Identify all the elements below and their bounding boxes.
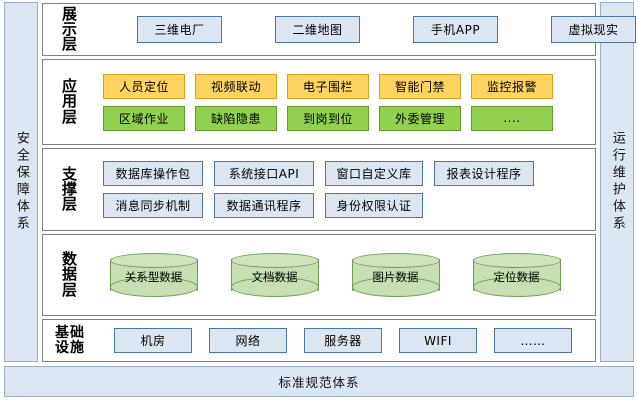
right-band-operation-maintenance: 运行维护体系 — [600, 2, 634, 362]
cylinder-top — [109, 253, 198, 268]
layer-data-body: 关系型数据 文档数据 图片数据 定位数据 — [97, 235, 595, 315]
node-application-defect-hazard[interactable]: 缺陷隐患 — [195, 105, 277, 131]
layer-infrastructure: 基础 设施 机房 网络 服务器 WIFI …… — [42, 319, 596, 362]
node-application-on-post-on-site[interactable]: 到岗到位 — [287, 105, 369, 131]
bottom-bar-label: 标准规范体系 — [278, 375, 360, 390]
node-application-outsourcing-management[interactable]: 外委管理 — [379, 105, 461, 131]
node-application-area-operation[interactable]: 区域作业 — [103, 105, 185, 131]
cylinder-image-data-label: 图片数据 — [372, 270, 419, 284]
node-application-monitoring-alarm[interactable]: 监控报警 — [471, 73, 553, 99]
layer-presentation-title-line-1: 展 — [61, 4, 78, 23]
node-presentation-0[interactable]: 三维电厂 — [137, 16, 222, 43]
layer-application-title: 应 用 层 — [43, 60, 97, 144]
cylinder-top — [351, 253, 440, 268]
layer-presentation-title-line-3: 层 — [61, 35, 78, 54]
layer-presentation-title-line-2: 示 — [61, 19, 78, 38]
layer-infrastructure-title-line-2: 设施 — [55, 339, 85, 356]
layer-application-title-line-2: 用 — [61, 92, 78, 111]
layer-support-title-line-1: 支 — [61, 164, 78, 183]
layer-application-title-line-1: 应 — [61, 77, 78, 96]
cylinder-bottom — [472, 277, 561, 297]
layer-data: 数 据 层 关系型数据 文档数据 图片数据 — [42, 234, 596, 316]
cylinder-relational-data-label: 关系型数据 — [124, 270, 183, 284]
node-support-report-design-program[interactable]: 报表设计程序 — [434, 161, 534, 186]
node-support-identity-authorization[interactable]: 身份权限认证 — [325, 193, 423, 218]
layer-infrastructure-body: 机房 网络 服务器 WIFI …… — [97, 320, 595, 361]
layer-presentation-body: 三维电厂 二维地图 手机APP 虚拟现实 — [97, 4, 638, 55]
layer-application: 应 用 层 人员定位 视频联动 电子围栏 智能门禁 监控报警 区域作业 缺陷隐患… — [42, 59, 596, 145]
right-band-label: 运行维护体系 — [609, 131, 625, 233]
layer-support-title: 支 撑 层 — [43, 149, 97, 230]
left-band-label: 安全保障体系 — [13, 131, 29, 233]
node-support-data-communication-program[interactable]: 数据通讯程序 — [214, 193, 314, 218]
cylinder-top — [472, 253, 561, 268]
layer-support-title-line-2: 撑 — [61, 179, 78, 198]
application-row-2: 区域作业 缺陷隐患 到岗到位 外委管理 .... — [101, 105, 591, 131]
layer-presentation-title: 展 示 层 — [43, 4, 97, 55]
node-infrastructure-network[interactable]: 网络 — [209, 328, 287, 353]
layer-data-title: 数 据 层 — [43, 235, 97, 315]
cylinder-top — [230, 253, 319, 268]
cylinder-bottom — [351, 277, 440, 297]
layer-support-body: 数据库操作包 系统接口API 窗口自定义库 报表设计程序 消息同步机制 数据通讯… — [97, 149, 595, 230]
node-presentation-1[interactable]: 二维地图 — [275, 16, 360, 43]
layer-presentation: 展 示 层 三维电厂 二维地图 手机APP 虚拟现实 — [42, 3, 636, 56]
node-application-personnel-positioning[interactable]: 人员定位 — [103, 73, 185, 99]
bottom-bar-standards-system: 标准规范体系 — [4, 366, 634, 397]
support-row-1: 数据库操作包 系统接口API 窗口自定义库 报表设计程序 — [101, 161, 591, 186]
node-support-database-operation-package[interactable]: 数据库操作包 — [103, 161, 203, 186]
cylinder-relational-data[interactable]: 关系型数据 — [109, 252, 198, 298]
node-infrastructure-machine-room[interactable]: 机房 — [114, 328, 192, 353]
layer-data-title-line-3: 层 — [61, 280, 78, 299]
node-infrastructure-more[interactable]: …… — [494, 328, 572, 353]
application-row-1: 人员定位 视频联动 电子围栏 智能门禁 监控报警 — [101, 73, 591, 99]
node-presentation-2[interactable]: 手机APP — [413, 16, 498, 43]
cylinder-bottom — [109, 277, 198, 297]
node-support-window-custom-library[interactable]: 窗口自定义库 — [325, 161, 423, 186]
node-support-message-sync-mechanism[interactable]: 消息同步机制 — [103, 193, 203, 218]
node-application-smart-access[interactable]: 智能门禁 — [379, 73, 461, 99]
left-band-security-assurance: 安全保障体系 — [4, 2, 38, 362]
layer-support: 支 撑 层 数据库操作包 系统接口API 窗口自定义库 报表设计程序 消息同步机… — [42, 148, 596, 231]
node-application-more[interactable]: .... — [471, 105, 553, 131]
cylinder-positioning-data[interactable]: 定位数据 — [472, 252, 561, 298]
cylinder-document-data-label: 文档数据 — [251, 270, 298, 284]
cylinder-image-data[interactable]: 图片数据 — [351, 252, 440, 298]
layer-data-title-line-1: 数 — [61, 250, 78, 269]
node-support-system-interface-api[interactable]: 系统接口API — [214, 161, 314, 186]
cylinder-bottom — [230, 277, 319, 297]
support-row-2: 消息同步机制 数据通讯程序 身份权限认证 — [101, 193, 591, 218]
layer-infrastructure-title-line-1: 基础 — [55, 325, 85, 342]
node-infrastructure-wifi[interactable]: WIFI — [399, 328, 477, 353]
node-application-video-linkage[interactable]: 视频联动 — [195, 73, 277, 99]
node-infrastructure-server[interactable]: 服务器 — [304, 328, 382, 353]
node-presentation-3[interactable]: 虚拟现实 — [551, 16, 636, 43]
cylinder-positioning-data-label: 定位数据 — [493, 270, 540, 284]
layer-support-title-line-3: 层 — [61, 195, 78, 214]
node-application-electronic-fence[interactable]: 电子围栏 — [287, 73, 369, 99]
layer-infrastructure-title: 基础 设施 — [43, 320, 97, 361]
cylinder-document-data[interactable]: 文档数据 — [230, 252, 319, 298]
layer-application-body: 人员定位 视频联动 电子围栏 智能门禁 监控报警 区域作业 缺陷隐患 到岗到位 … — [97, 60, 595, 144]
layer-data-title-line-2: 据 — [61, 265, 78, 284]
layer-application-title-line-3: 层 — [61, 107, 78, 126]
